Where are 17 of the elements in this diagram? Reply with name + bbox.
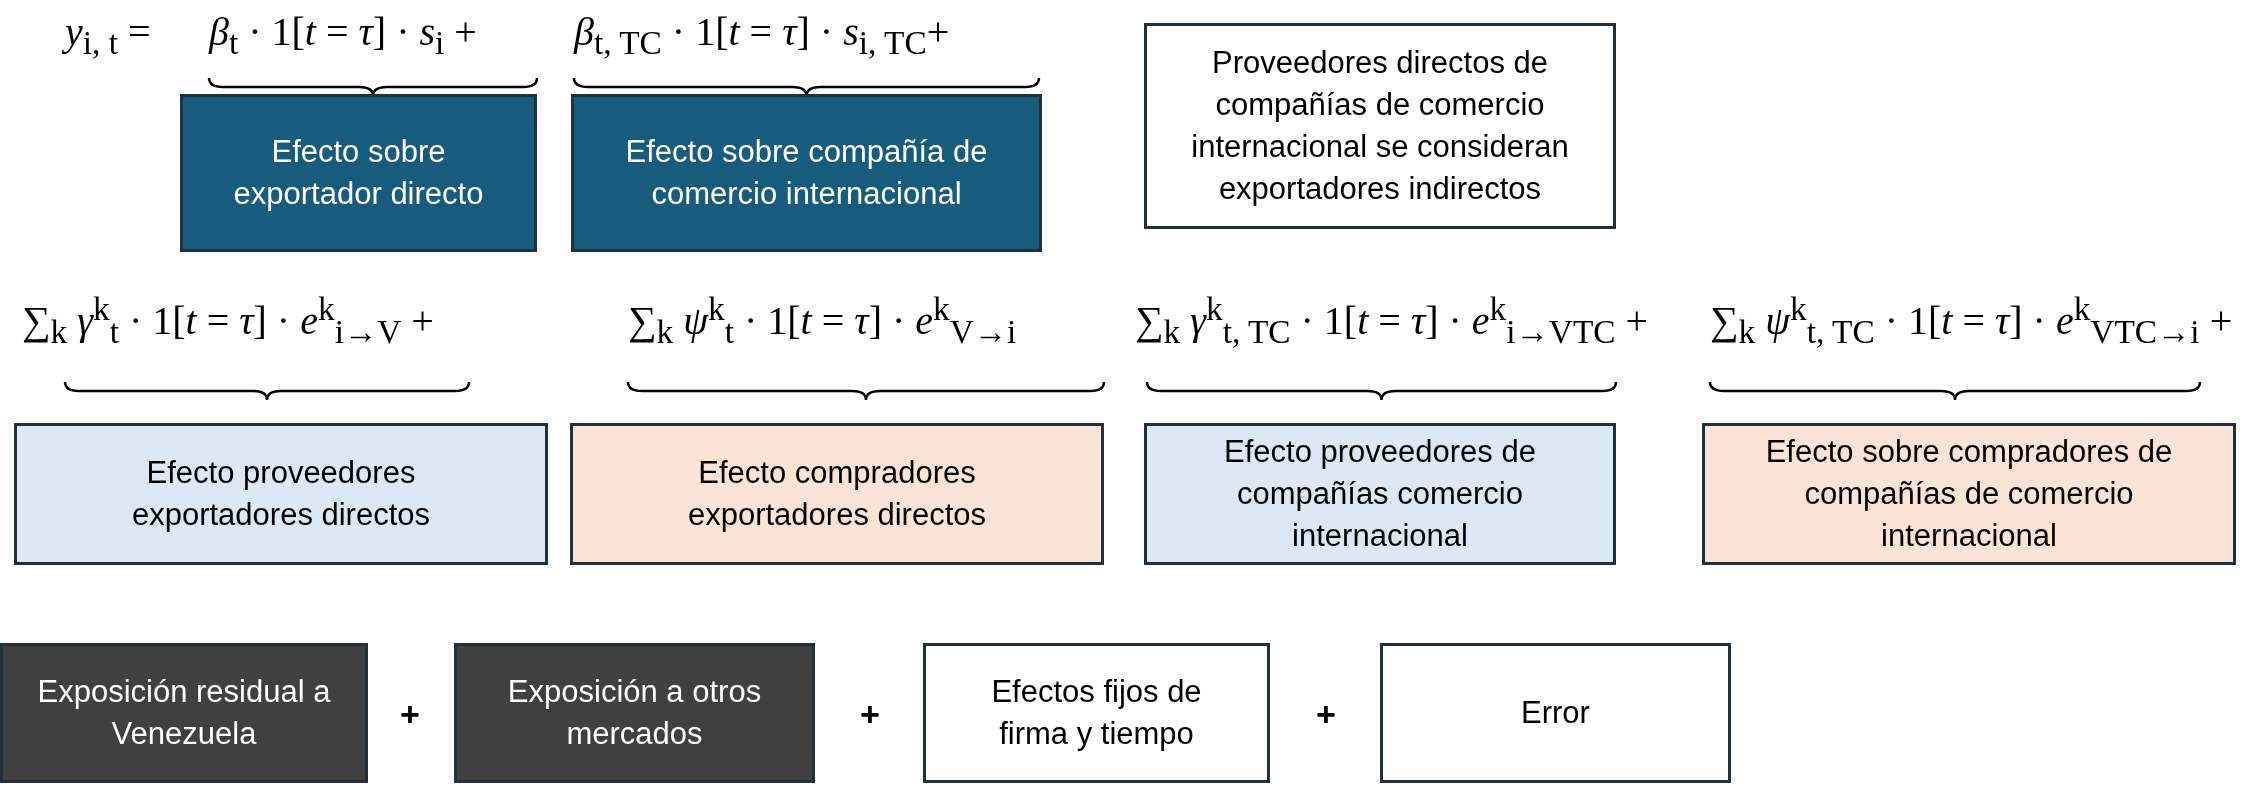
text-box: Efecto compradores exportadores directos bbox=[570, 423, 1104, 565]
text-box: Efectos fijos de firma y tiempo bbox=[923, 643, 1270, 783]
text-box: Efecto proveedores de compañías comercio internacional bbox=[1144, 423, 1616, 565]
text-box: Efecto sobre exportador directo bbox=[180, 94, 537, 252]
plus-sign: + bbox=[400, 695, 420, 734]
text-box: Efecto sobre compradores de compañías de comercio internacional bbox=[1702, 423, 2236, 565]
text-box: Proveedores directos de compañías de comercio internacional se consideran exportadores indirectos bbox=[1144, 23, 1616, 229]
text-box: Error bbox=[1380, 643, 1731, 783]
plus-sign: + bbox=[1316, 695, 1336, 734]
formula-term: ∑$_{k}$ γ$^{k}$$_{t}$ · 1[t = τ] · e$^{k}$$_{i→V}$ + bbox=[22, 290, 434, 352]
text-box: Exposición a otros mercados bbox=[454, 643, 815, 783]
formula-term: β$_{t, TC}$ · 1[t = τ] · s$_{i, TC}$+ bbox=[574, 8, 950, 62]
text-box: Efecto sobre compañía de comercio internacional bbox=[571, 94, 1042, 252]
text-box: Efecto proveedores exportadores directos bbox=[14, 423, 548, 565]
formula-term: β$_{t}$ · 1[t = τ] · s$_{i}$ + bbox=[209, 8, 477, 62]
plus-sign: + bbox=[860, 695, 880, 734]
text-box: Exposición residual a Venezuela bbox=[0, 643, 368, 783]
